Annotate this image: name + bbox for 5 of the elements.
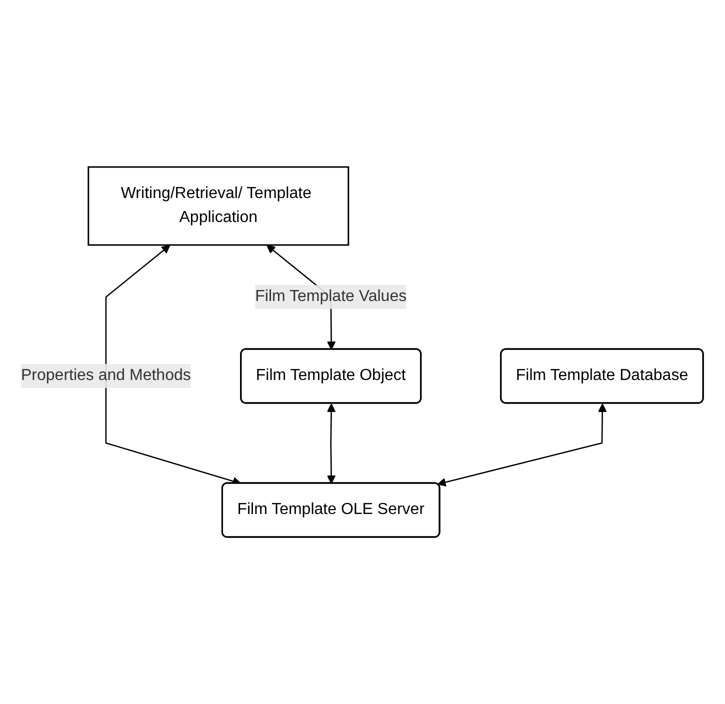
arrow [327,404,336,484]
node-box: Writing/Retrieval/ Template Application [88,166,350,246]
arrow [438,404,608,487]
edge-label: Properties and Methods [21,367,192,384]
edge-label: Film Template Values [256,288,408,305]
